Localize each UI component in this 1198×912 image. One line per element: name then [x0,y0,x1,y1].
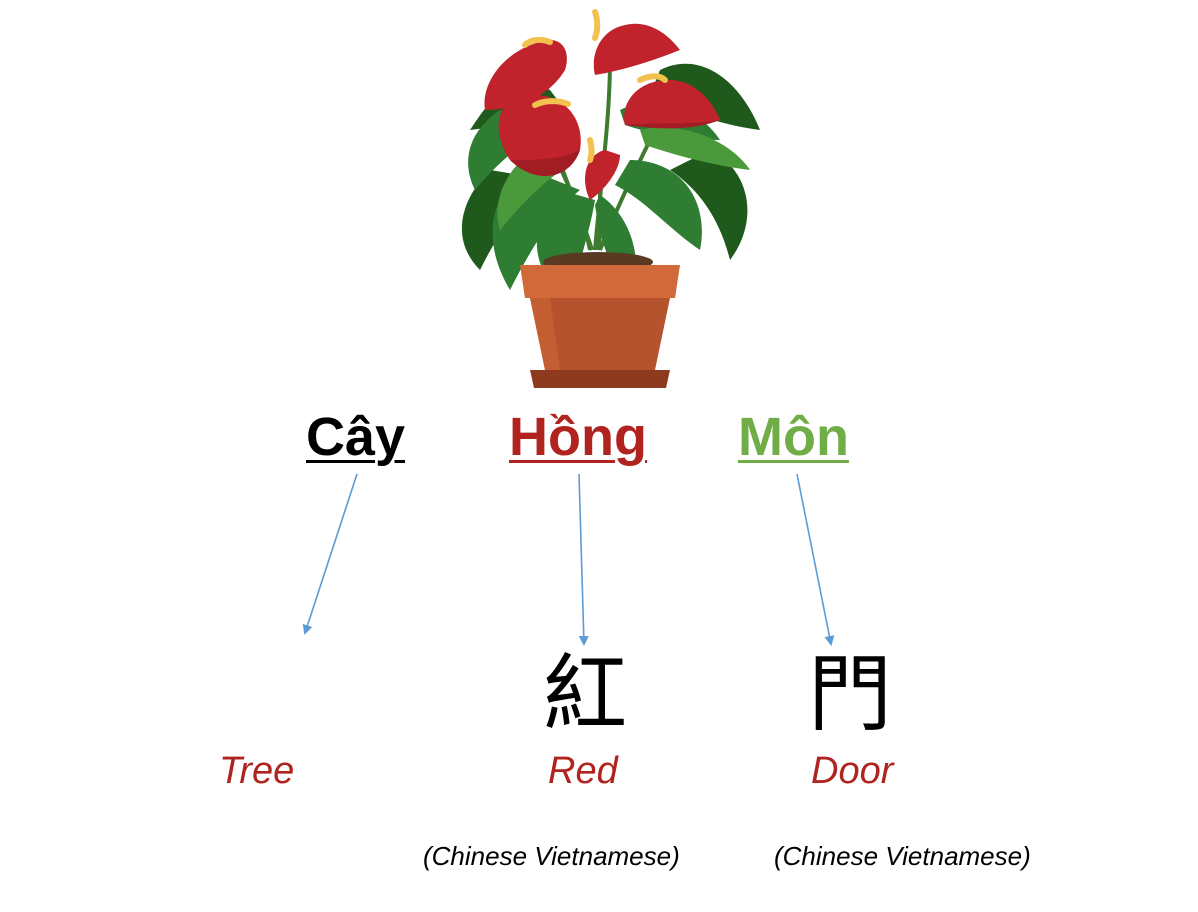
meaning-tree: Tree [219,750,295,792]
meaning-red: Red [548,750,618,792]
arrow-mon-to-character [796,473,835,646]
potted-anthurium-plant-icon [461,9,760,388]
arrow-hong-to-character [578,473,589,646]
chinese-character-red: 紅 [543,645,628,743]
word-cay: Cây [306,407,406,467]
arrow-cay-to-tree [302,473,358,635]
word-hong: Hồng [509,407,647,467]
meaning-door: Door [811,750,894,792]
chinese-character-door: 門 [808,645,893,743]
origin-note-mon: (Chinese Vietnamese) [774,841,1031,871]
origin-note-hong: (Chinese Vietnamese) [423,841,680,871]
word-mon: Môn [738,407,849,467]
